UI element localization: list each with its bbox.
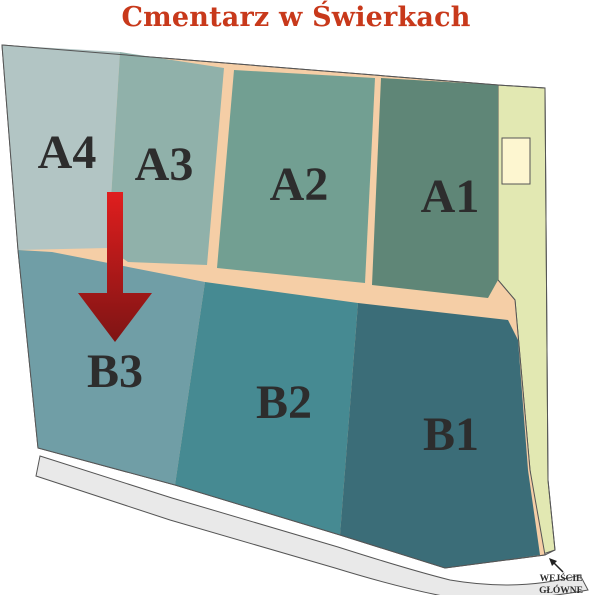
section-a3[interactable] [108,52,224,265]
section-b2-label: B2 [256,376,312,429]
entrance-walkway [35,455,589,595]
section-a4-label: A4 [38,126,97,179]
section-a1-label: A1 [421,170,480,223]
section-a4[interactable] [2,45,120,250]
section-b3-label: B3 [87,345,143,398]
entrance-label-line2: GŁÓWNE [539,584,583,595]
section-b1-label: B1 [423,408,479,461]
cemetery-outline [1,44,556,569]
chapel-building [501,137,531,185]
location-marker-arrow [78,192,152,342]
section-a2-label: A2 [270,158,329,211]
section-b1[interactable] [340,303,540,568]
section-a1[interactable] [372,78,498,298]
section-a3-label: A3 [135,138,194,191]
section-b2[interactable] [175,282,358,535]
entrance-pointer-head [549,558,557,566]
section-a2[interactable] [217,70,375,283]
section-b3[interactable] [18,250,205,485]
map-title: Cmentarz w Świerkach [121,2,471,33]
entrance-label-line1: WEJŚCIE [540,572,583,584]
